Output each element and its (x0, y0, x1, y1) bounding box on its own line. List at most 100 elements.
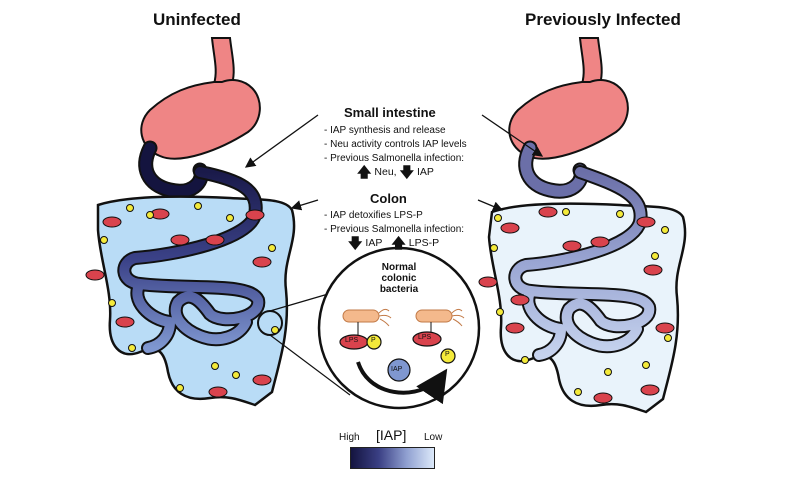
phosphate-mark (176, 384, 184, 392)
si-bullet-1: - IAP synthesis and release (324, 125, 446, 136)
phosphate-mark (574, 388, 582, 396)
lps-mark (252, 374, 272, 386)
phosphate-mark (100, 236, 108, 244)
left-esophagus (210, 37, 235, 85)
left-stomach (140, 79, 261, 160)
phosphate-mark (664, 334, 672, 342)
bacterium-left-icon (342, 308, 392, 327)
si-changes: 🡅 Neu, 🡇 IAP (357, 164, 434, 180)
lps-mark (500, 222, 520, 234)
phosphate-mark (108, 299, 116, 307)
phosphate-free (440, 348, 456, 364)
right-stomach (508, 79, 629, 160)
colon-down-label: IAP (365, 237, 383, 249)
lps-mark (590, 236, 610, 248)
phosphate-mark (496, 308, 504, 316)
right-esophagus (578, 37, 603, 85)
lps-mark (562, 240, 582, 252)
legend-low-label: Low (424, 432, 443, 443)
legend-high-label: High (339, 432, 360, 443)
title-uninfected: Uninfected (153, 10, 241, 29)
phosphate-mark (661, 226, 669, 234)
lps-mark (205, 234, 225, 246)
arrow-si-right (481, 114, 544, 157)
phosphate-mark (271, 326, 279, 334)
zoom-connector-bottom (269, 334, 351, 396)
arrow-colon-right (477, 199, 504, 212)
phosphate-mark (226, 214, 234, 222)
phosphate-mark (232, 371, 240, 379)
lps-mark (643, 264, 663, 276)
phosphate-mark (211, 362, 219, 370)
arrow-colon-left (290, 199, 319, 211)
legend-gradient-bar (350, 447, 435, 469)
iap-enzyme (387, 358, 411, 382)
bacterium-right-icon (415, 308, 465, 327)
up-arrow-icon: 🡅 (357, 164, 372, 180)
left-colon-bacteria-marks (85, 202, 279, 398)
lps-mark (252, 256, 272, 268)
colon-bullet-1: - IAP detoxifies LPS-P (324, 210, 423, 221)
up-arrow-icon: 🡅 (391, 235, 406, 251)
phosphate-mark (194, 202, 202, 210)
phosphate-left-label: P (371, 337, 376, 344)
lps-mark (245, 209, 265, 221)
lps-mark (208, 386, 228, 398)
colon-bullet-2: - Previous Salmonella infection: (324, 224, 465, 235)
si-up-label: Neu, (374, 166, 397, 178)
reaction-arrow (356, 361, 448, 405)
right-digestive-tract (478, 37, 687, 414)
colon-up-label: LPS-P (408, 237, 440, 249)
lps-mark (85, 269, 105, 281)
arrow-si-left (244, 114, 319, 168)
lps-right (412, 331, 442, 347)
right-colon-bacteria-marks (478, 206, 675, 404)
down-arrow-icon: 🡇 (399, 164, 414, 180)
phosphate-free-label: P (445, 351, 450, 358)
colon-changes: 🡇 IAP 🡅 LPS-P (348, 235, 440, 251)
down-arrow-icon: 🡇 (348, 235, 363, 251)
colon-heading: Colon (370, 191, 407, 206)
si-bullet-3: - Previous Salmonella infection: (324, 153, 465, 164)
phosphate-mark (126, 204, 134, 212)
lps-mark (505, 322, 525, 334)
phosphate-mark (562, 208, 570, 216)
phosphate-mark (616, 210, 624, 218)
small-intestine-heading: Small intestine (344, 105, 436, 120)
lps-mark (170, 234, 190, 246)
zoom-inset (317, 246, 481, 410)
phosphate-mark (146, 211, 154, 219)
lps-mark (538, 206, 558, 218)
phosphate-mark (521, 356, 529, 364)
zoom-connector-top (269, 291, 336, 312)
zoom-label: Normal colonic bacteria (371, 262, 427, 295)
lps-mark (593, 392, 613, 404)
lps-mark (115, 316, 135, 328)
title-previously-infected: Previously Infected (525, 10, 681, 29)
lps-mark (510, 294, 530, 306)
left-digestive-tract (85, 37, 296, 407)
lps-mark (102, 216, 122, 228)
phosphate-mark (494, 214, 502, 222)
lps-mark (636, 216, 656, 228)
si-down-label: IAP (417, 166, 434, 178)
lps-left-label: LPS (345, 337, 359, 344)
lps-mark (655, 322, 675, 334)
zoom-label-line-1: Normal (381, 262, 417, 273)
si-bullet-2: - Neu activity controls IAP levels (324, 139, 467, 150)
phosphate-left (366, 334, 382, 350)
zoom-label-line-3: bacteria (379, 284, 419, 295)
lps-right-label: LPS (418, 334, 432, 341)
zoom-label-line-2: colonic (381, 273, 417, 284)
phosphate-mark (651, 252, 659, 260)
iap-label: IAP (391, 366, 403, 373)
phosphate-mark (490, 244, 498, 252)
phosphate-mark (268, 244, 276, 252)
lps-mark (640, 384, 660, 396)
phosphate-mark (128, 344, 136, 352)
lps-mark (478, 276, 498, 288)
phosphate-mark (604, 368, 612, 376)
phosphate-mark (642, 361, 650, 369)
legend-title: [IAP] (376, 427, 407, 443)
